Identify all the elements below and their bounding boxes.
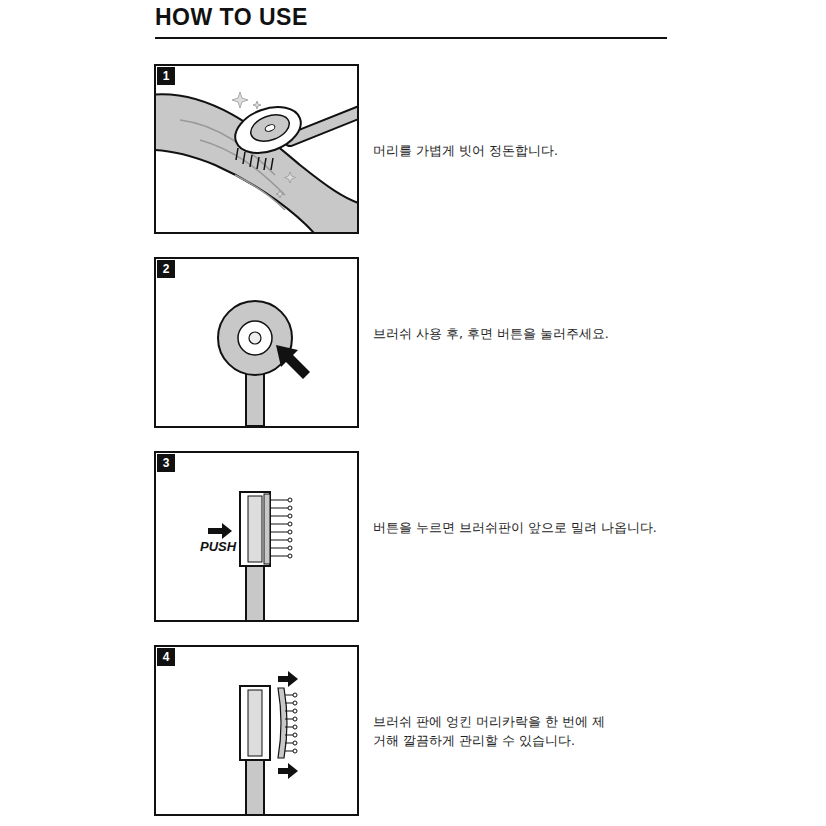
panel-2-art	[218, 301, 310, 426]
step-text: 브러쉬 사용 후, 후면 버튼을 눌러주세요.	[373, 324, 673, 343]
push-label: PUSH	[199, 539, 237, 554]
step-number: 2	[157, 260, 175, 278]
panel-1-art	[155, 92, 358, 233]
step-number: 3	[157, 454, 175, 472]
step-number: 1	[157, 67, 175, 85]
step-text: 머리를 가볍게 빗어 정돈합니다.	[373, 141, 673, 160]
step-text: 버튼을 누르면 브러쉬판이 앞으로 밀려 나옵니다.	[373, 518, 703, 537]
step-number: 4	[157, 648, 175, 666]
panel-frame	[155, 258, 358, 427]
page-title: HOW TO USE	[155, 4, 308, 31]
bristles	[270, 498, 292, 558]
panel-4-art	[240, 671, 298, 815]
panel-3-art	[208, 492, 292, 621]
panel-frame	[155, 452, 358, 621]
title-rule	[155, 37, 667, 39]
step-text: 브러쉬 판에 엉킨 머리카락을 한 번에 제거해 깔끔하게 관리할 수 있습니다…	[373, 712, 613, 750]
panel-frame	[155, 65, 358, 233]
bristles	[285, 693, 297, 753]
panel-frame	[155, 646, 358, 815]
